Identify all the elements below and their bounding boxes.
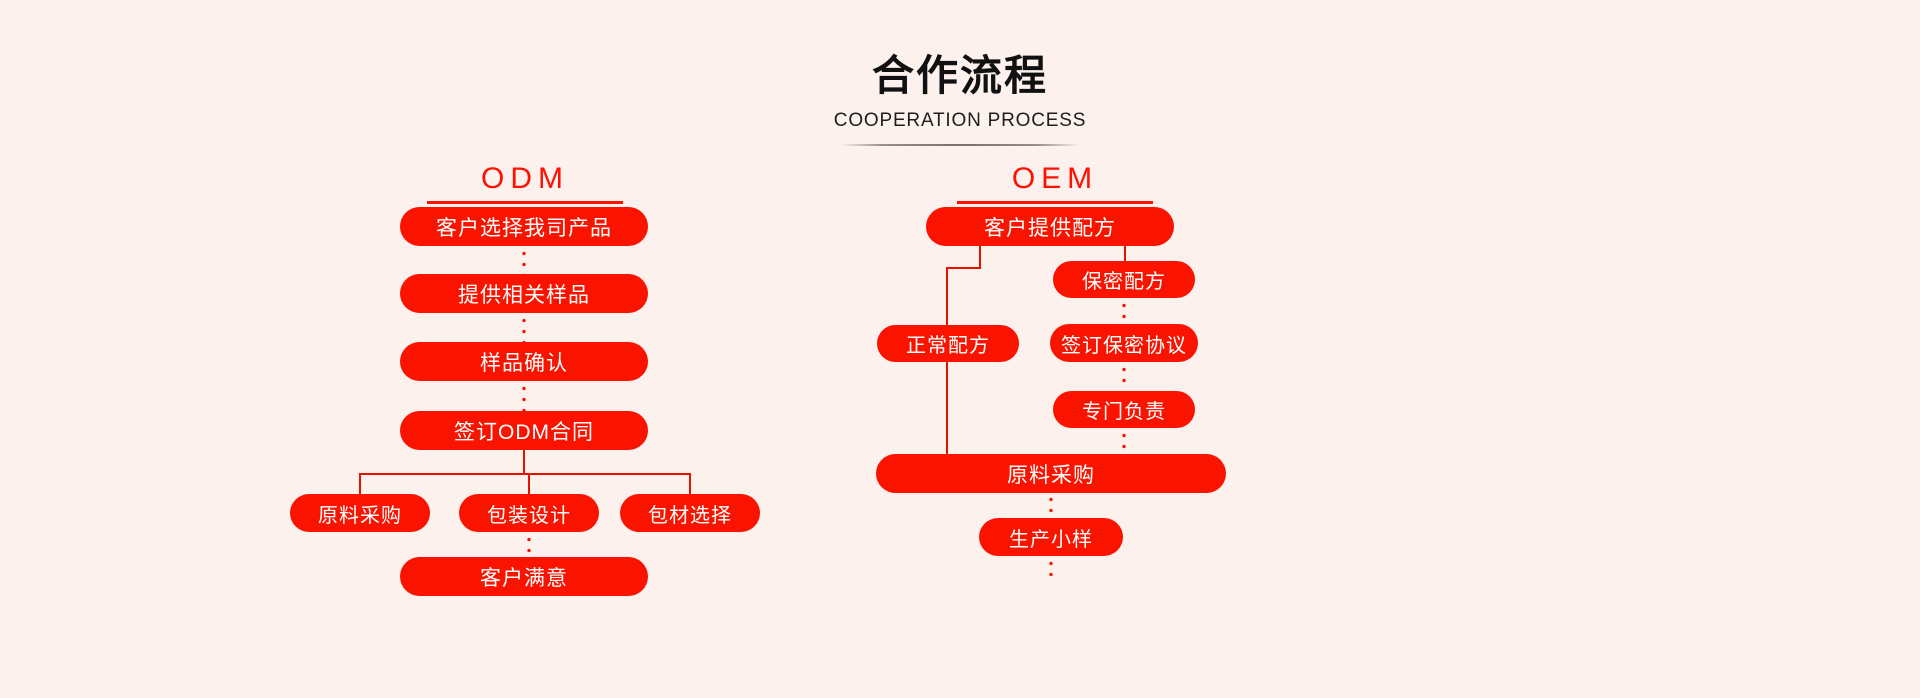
odm-connector-4 <box>527 534 531 558</box>
oem-connector-2 <box>1122 364 1126 389</box>
oem-column-header: OEM <box>795 162 1315 204</box>
page-subtitle: COOPERATION PROCESS <box>833 110 1087 132</box>
odm-step-customer-satisfied[interactable]: 客户满意 <box>400 557 648 596</box>
oem-header-underline <box>957 201 1153 204</box>
odm-step-sign-odm-contract[interactable]: 签订ODM合同 <box>400 411 648 450</box>
oem-connector-4 <box>1049 494 1053 518</box>
oem-left-branch-elbow <box>946 267 981 269</box>
pill-label: 客户提供配方 <box>984 216 1116 240</box>
oem-branch-normal-formula[interactable]: 正常配方 <box>877 325 1019 362</box>
oem-connector-3 <box>1122 430 1126 454</box>
odm-connector-1 <box>522 248 526 276</box>
odm-column-label: ODM <box>481 162 569 195</box>
pill-label: 客户满意 <box>480 566 568 590</box>
pill-label: 专门负责 <box>1082 401 1166 423</box>
odm-branch-drop-mid <box>528 473 530 495</box>
odm-branch-material-purchase[interactable]: 原料采购 <box>290 494 430 532</box>
odm-step-customer-selects-product[interactable]: 客户选择我司产品 <box>400 207 648 246</box>
oem-right-branch-stem <box>1124 246 1126 262</box>
oem-branch-secret-formula[interactable]: 保密配方 <box>1053 261 1195 298</box>
pill-label: 签订ODM合同 <box>454 420 594 444</box>
odm-column-header: ODM <box>265 162 785 204</box>
odm-branch-drop-left <box>359 473 361 495</box>
odm-branch-stem <box>523 450 525 474</box>
odm-connector-3 <box>522 383 526 411</box>
odm-step-provide-samples[interactable]: 提供相关样品 <box>400 274 648 313</box>
odm-step-sample-confirm[interactable]: 样品确认 <box>400 342 648 381</box>
pill-label: 保密配方 <box>1082 271 1166 293</box>
oem-step-material-purchase[interactable]: 原料采购 <box>876 454 1226 493</box>
pill-label: 原料采购 <box>1007 463 1095 487</box>
pill-label: 原料采购 <box>318 504 402 527</box>
odm-header-underline <box>427 201 623 204</box>
pill-label: 生产小样 <box>1009 528 1093 551</box>
oem-branch-dedicated-responsible[interactable]: 专门负责 <box>1053 391 1195 428</box>
oem-connector-1 <box>1122 300 1126 324</box>
pill-label: 样品确认 <box>480 351 568 375</box>
pill-label: 签订保密协议 <box>1061 334 1187 357</box>
pill-label: 提供相关样品 <box>458 283 590 307</box>
oem-branch-sign-nda[interactable]: 签订保密协议 <box>1050 324 1198 362</box>
title-divider <box>840 144 1080 147</box>
oem-left-branch-trunk <box>946 267 948 457</box>
pill-label: 客户选择我司产品 <box>436 216 612 240</box>
pill-label: 包装设计 <box>487 504 571 527</box>
page-title: 合作流程 <box>871 52 1048 99</box>
odm-branch-drop-right <box>689 473 691 495</box>
oem-left-branch-stem <box>979 246 981 268</box>
odm-branch-material-selection[interactable]: 包材选择 <box>620 494 760 532</box>
odm-branch-bar <box>359 473 691 475</box>
oem-step-produce-sample[interactable]: 生产小样 <box>979 518 1123 556</box>
oem-step-customer-provides-formula[interactable]: 客户提供配方 <box>926 207 1174 246</box>
odm-connector-2 <box>522 315 526 343</box>
pill-label: 正常配方 <box>906 335 990 357</box>
oem-column-label: OEM <box>1011 162 1099 195</box>
page-header: 合作流程 COOPERATION PROCESS <box>0 0 1920 147</box>
oem-connector-5 <box>1049 558 1053 582</box>
odm-branch-package-design[interactable]: 包装设计 <box>459 494 599 532</box>
pill-label: 包材选择 <box>648 504 732 527</box>
